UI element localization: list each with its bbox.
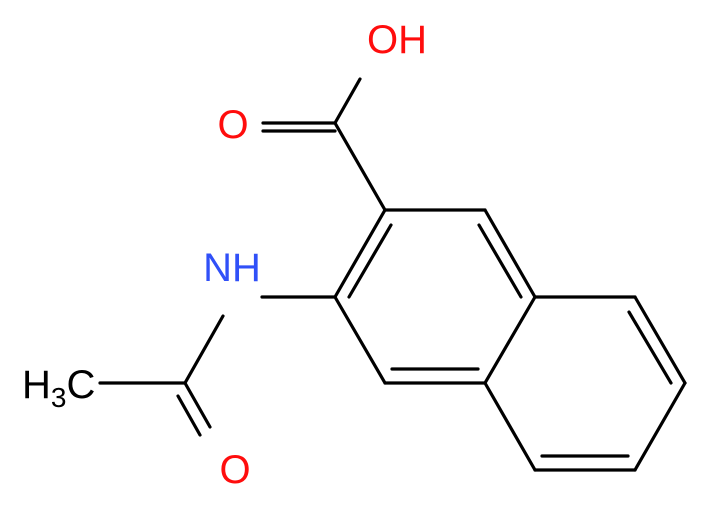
bond-ring-c1-c8a-inner <box>477 223 523 299</box>
hydroxyl-label: OH <box>367 18 427 62</box>
amide-nitrogen-label: NH <box>203 246 261 290</box>
methyl-subscript: 3 <box>51 382 67 413</box>
bond-ring-c3-c2-inner <box>347 223 393 299</box>
bond-ring-c8-c7 <box>633 295 687 385</box>
amide-carbonyl-oxygen-label: O <box>219 448 250 492</box>
methyl-h: H <box>22 363 51 407</box>
bonds <box>98 77 687 472</box>
bond-amide-c-double-o-outer <box>183 381 212 429</box>
bond-ring-c1-c8a <box>483 208 537 299</box>
atom-labels: OH O NH H3C O <box>22 18 427 492</box>
bond-ring-c7-c6 <box>633 381 687 472</box>
bond-ring-c3-c2 <box>333 208 387 299</box>
bond-ring-c8a-c4a <box>483 295 537 385</box>
bond-ring-c4-c3 <box>333 295 387 385</box>
bond-amide-c-double-o-inner <box>176 394 202 437</box>
bond-ring-c5-c4a <box>483 381 537 472</box>
bond-ring-c8-c7-inner <box>627 310 673 385</box>
methyl-label: H3C <box>22 363 95 413</box>
methyl-c: C <box>66 363 95 407</box>
bond-n-c-amide <box>183 314 225 385</box>
bond-c-oh-to-o <box>333 77 362 125</box>
acid-carbonyl-oxygen-label: O <box>217 103 248 147</box>
bond-c-oh <box>333 121 387 212</box>
